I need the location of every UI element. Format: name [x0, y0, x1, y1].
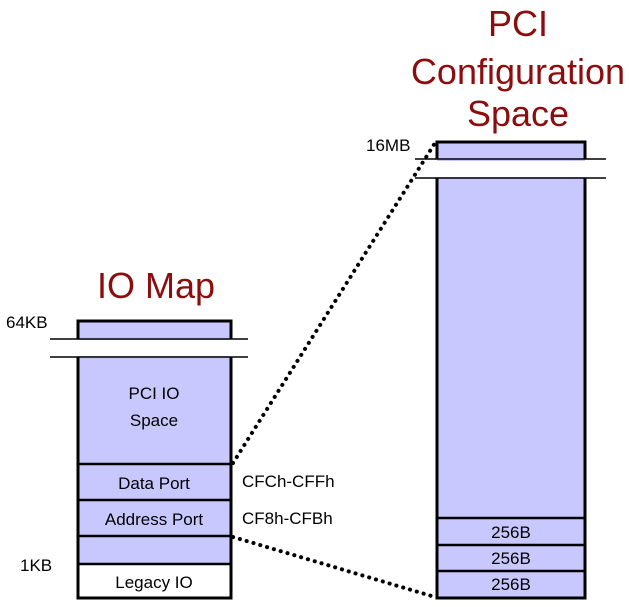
- io-map: IO Map 64KB PCI IO Space Data Port CFCh-…: [6, 265, 335, 600]
- pci-io-space-label-line-1: PCI IO: [128, 384, 179, 403]
- pci-config-break-gap: [432, 161, 592, 177]
- io-map-title: IO Map: [97, 265, 215, 306]
- mapping-line-lower: [231, 535, 437, 599]
- pci-io-space-label-line-2: Space: [130, 411, 178, 430]
- pci-config-outline-bottom: [435, 178, 587, 600]
- data-port-range-label: CFCh-CFFh: [242, 472, 335, 491]
- io-map-outline-top: [76, 319, 233, 339]
- pci-config-title-line-3: Space: [467, 93, 569, 134]
- pci-config-outline-top: [435, 140, 587, 159]
- pci-config-top-size-label: 16MB: [366, 136, 410, 155]
- io-map-top-size-label: 64KB: [6, 313, 48, 332]
- address-port-label: Address Port: [105, 510, 204, 529]
- io-map-break-gap: [73, 340, 238, 356]
- pci-config-title-line-2: Configuration: [411, 51, 625, 92]
- pci-config-title-line-1: PCI: [488, 3, 548, 44]
- io-map-outline-bottom: [76, 357, 233, 600]
- legacy-io-label: Legacy IO: [115, 573, 193, 592]
- pci-config-block-1-label: 256B: [491, 523, 531, 542]
- legacy-io-region: [78, 564, 231, 598]
- pci-config-space: PCI Configuration Space 16MB 256B 256B 2…: [366, 3, 625, 600]
- address-port-range-label: CF8h-CFBh: [242, 509, 333, 528]
- io-map-column-fill: [78, 321, 231, 564]
- pci-config-block-2-label: 256B: [491, 549, 531, 568]
- io-map-bottom-size-label: 1KB: [20, 556, 52, 575]
- pci-config-column-fill: [437, 142, 585, 598]
- data-port-label: Data Port: [118, 474, 190, 493]
- mapping-line-upper: [231, 141, 437, 465]
- pci-config-block-3-label: 256B: [491, 575, 531, 594]
